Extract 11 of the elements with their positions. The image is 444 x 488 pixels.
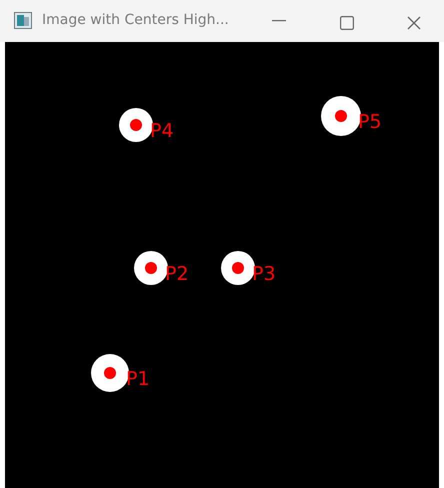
point-label: P1 [126, 370, 150, 389]
point-label: P2 [165, 265, 189, 284]
point-label: P5 [358, 113, 382, 132]
point-label: P3 [252, 265, 276, 284]
circle-marker [91, 354, 129, 392]
circle-marker [134, 251, 168, 285]
point-label: P4 [150, 122, 174, 141]
circle-marker [119, 108, 153, 142]
window-title: Image with Centers High... [42, 12, 229, 28]
circle-marker [221, 251, 255, 285]
circle-marker [321, 96, 361, 136]
